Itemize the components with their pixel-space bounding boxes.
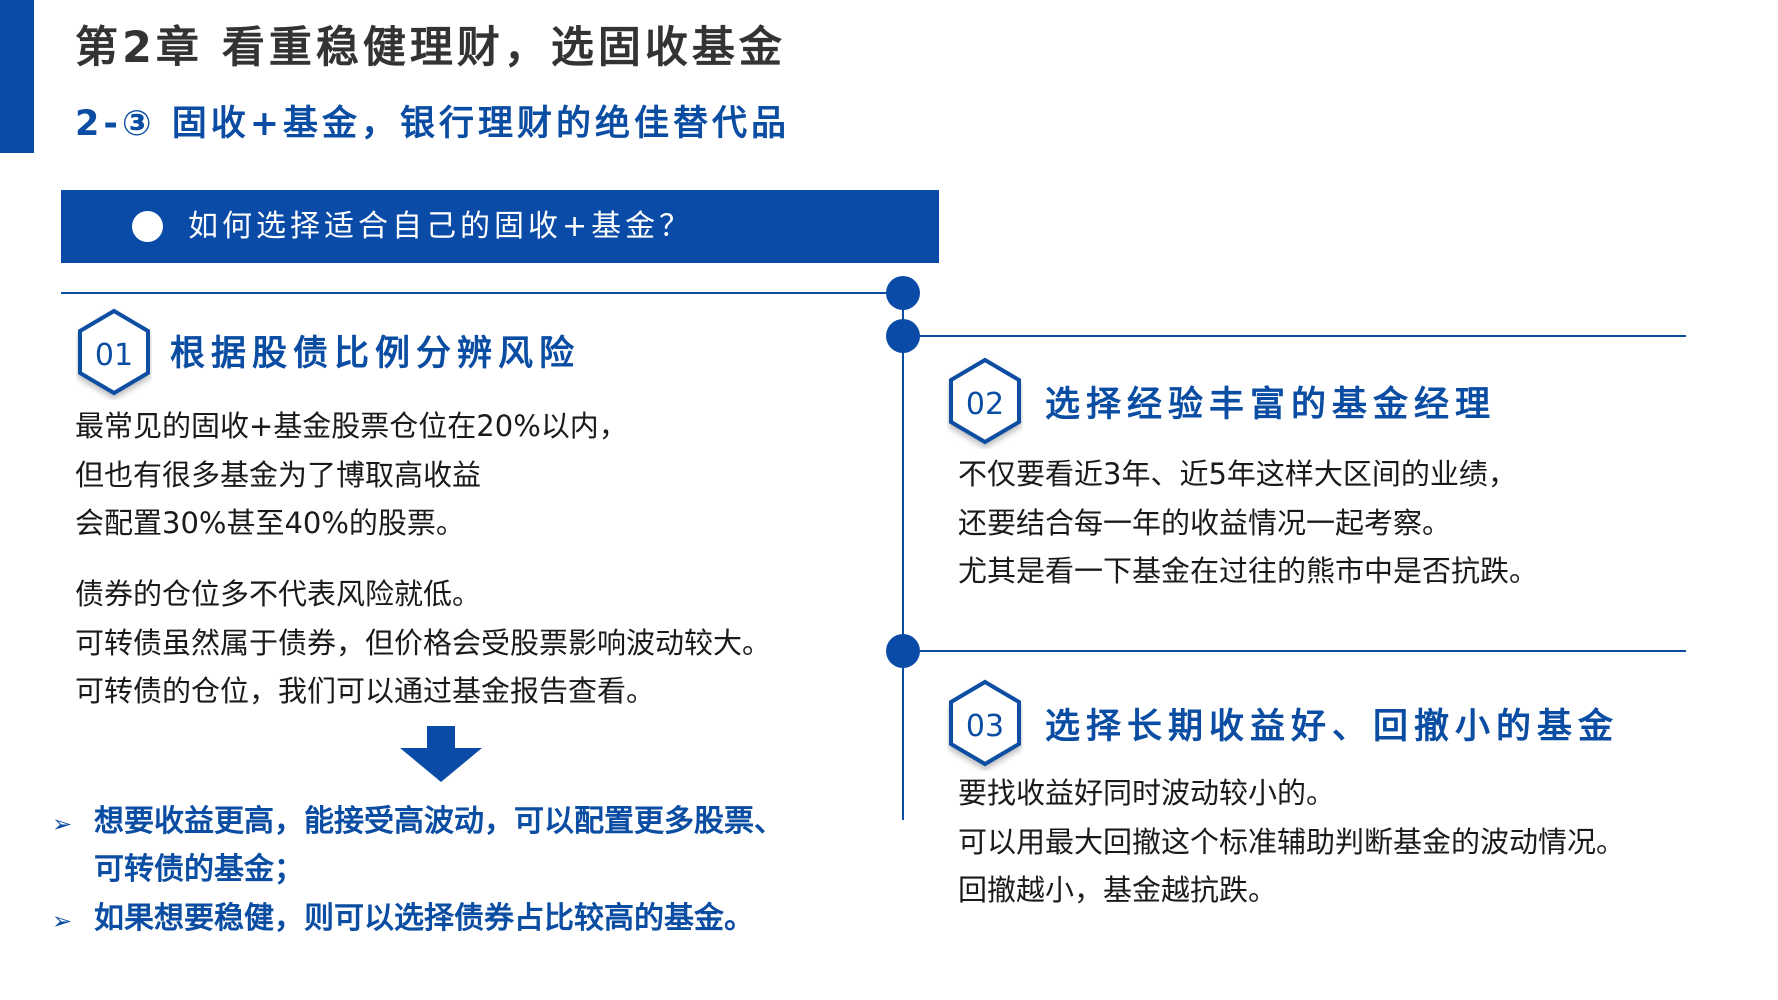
bullet-line: 想要收益更高，能接受高波动，可以配置更多股票、 (94, 804, 784, 839)
divider-line (903, 650, 1686, 652)
bullet-arrow-icon: ➢ (52, 810, 73, 838)
section-subtitle: 2-③ 固收+基金，银行理财的绝佳替代品 (75, 104, 791, 144)
down-arrow-icon (400, 726, 482, 782)
timeline-vertical-line (902, 293, 904, 820)
bullet-line: 如果想要稳健，则可以选择债券占比较高的基金。 (94, 901, 754, 936)
timeline-node-icon (886, 319, 920, 353)
section-title: 选择长期收益好、回撤小的基金 (1045, 707, 1620, 747)
section-title: 选择经验丰富的基金经理 (1045, 385, 1497, 425)
timeline-node-icon (886, 634, 920, 668)
section-number: 03 (966, 709, 1004, 744)
paragraph-line: 可转债虽然属于债券，但价格会受股票影响波动较大。 (75, 626, 772, 660)
paragraph-line: 但也有很多基金为了博取高收益 (75, 458, 482, 492)
paragraph-line: 尤其是看一下基金在过往的熊市中是否抗跌。 (958, 554, 1539, 588)
paragraph-line: 可转债的仓位，我们可以通过基金报告查看。 (75, 674, 656, 708)
paragraph-line: 最常见的固收+基金股票仓位在20%以内， (75, 409, 628, 443)
bullet-line: 可转债的基金； (94, 852, 304, 887)
circle-bullet-icon (132, 211, 163, 242)
divider-line (903, 335, 1686, 337)
paragraph-line: 可以用最大回撤这个标准辅助判断基金的波动情况。 (958, 825, 1626, 859)
section-title: 根据股债比例分辨风险 (170, 334, 581, 374)
paragraph-line: 要找收益好同时波动较小的。 (958, 776, 1336, 810)
left-accent-bar (0, 0, 34, 153)
divider-line (61, 292, 903, 294)
banner-question: 如何选择适合自己的固收+基金？ (188, 209, 694, 244)
paragraph-line: 还要结合每一年的收益情况一起考察。 (958, 506, 1452, 540)
bullet-arrow-icon: ➢ (52, 907, 73, 935)
section-number: 01 (95, 338, 133, 373)
hexagon-number-badge: 02 (947, 357, 1023, 445)
chapter-title: 第2章 看重稳健理财，选固收基金 (75, 23, 786, 73)
hexagon-number-badge: 01 (76, 308, 152, 396)
paragraph-line: 会配置30%甚至40%的股票。 (75, 506, 465, 540)
timeline-node-icon (886, 276, 920, 310)
paragraph-line: 不仅要看近3年、近5年这样大区间的业绩， (958, 457, 1517, 491)
section-number: 02 (966, 387, 1004, 422)
paragraph-line: 债券的仓位多不代表风险就低。 (75, 577, 482, 611)
paragraph-line: 回撤越小，基金越抗跌。 (958, 873, 1278, 907)
hexagon-number-badge: 03 (947, 679, 1023, 767)
question-banner: 如何选择适合自己的固收+基金？ (61, 190, 939, 263)
